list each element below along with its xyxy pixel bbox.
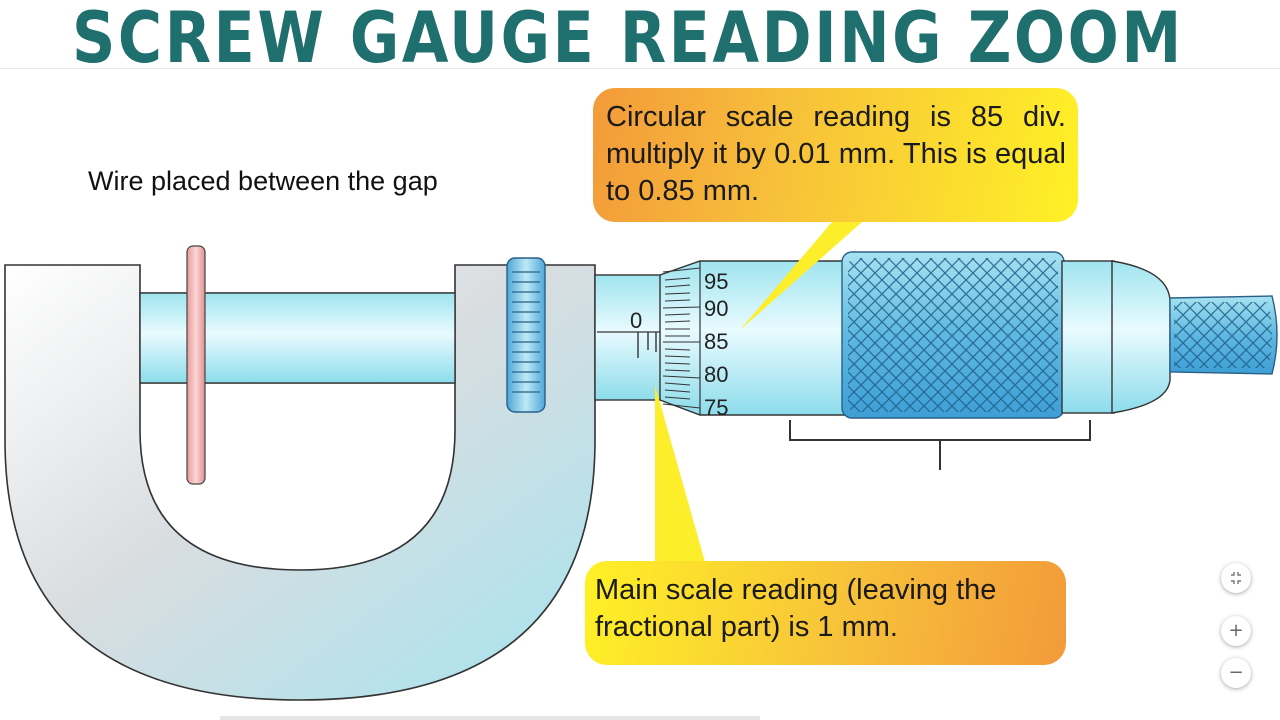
zoom-out-icon: −: [1228, 662, 1244, 683]
wire: [186, 245, 206, 485]
wire-label: Wire placed between the gap: [88, 166, 438, 196]
title-divider: [0, 68, 1280, 69]
fit-screen-icon: [1231, 572, 1241, 584]
page-title: SCREW GAUGE READING ZOOM: [72, 0, 1184, 79]
frame-left-jaw: [4, 264, 596, 701]
scale-number-85: 85: [704, 329, 728, 354]
lock-nut: [506, 257, 546, 413]
lock-nut-ridges: [512, 271, 540, 393]
scale-number-80: 80: [704, 362, 728, 387]
circular-callout-pointer: [740, 222, 862, 330]
circular-scale-callout: Circular scale reading is 85 div. multip…: [593, 88, 1078, 222]
main-callout-pointer: [655, 385, 705, 562]
main-scale-callout-text: Main scale reading (leaving the fraction…: [595, 574, 997, 643]
scale-number-75: 75: [704, 395, 728, 420]
bottom-scrollbar[interactable]: [220, 716, 760, 720]
rear-barrel: [1061, 260, 1115, 414]
thimble-bracket: [789, 420, 1091, 470]
zoom-in-button[interactable]: +: [1221, 616, 1251, 646]
ratchet-cap: [1111, 260, 1171, 414]
main-scale-zero: 0: [630, 308, 642, 333]
zoom-in-icon: +: [1228, 620, 1244, 641]
fit-screen-button[interactable]: [1221, 563, 1251, 593]
circular-scale-callout-text: Circular scale reading is 85 div. multip…: [606, 101, 1066, 207]
scale-number-90: 90: [704, 296, 728, 321]
zoom-out-button[interactable]: −: [1221, 658, 1251, 688]
main-scale-callout: Main scale reading (leaving the fraction…: [585, 561, 1066, 665]
scale-number-95: 95: [704, 269, 728, 294]
circular-scale-ticks: [662, 267, 701, 409]
